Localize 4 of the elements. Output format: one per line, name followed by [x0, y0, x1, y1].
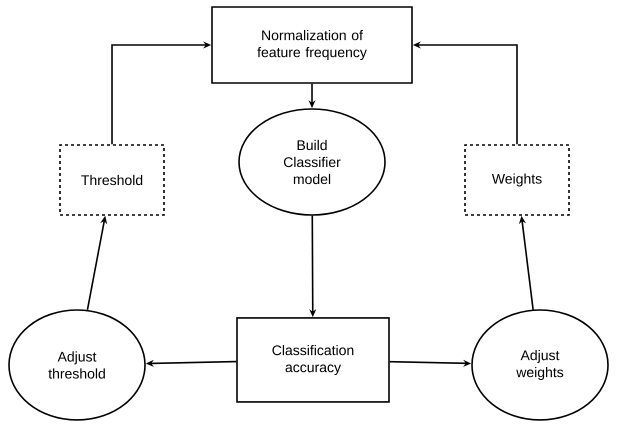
- process-box: Classification accuracy: [236, 317, 390, 403]
- dashed-box: Weights: [464, 144, 570, 216]
- process-box: Normalization of feature frequency: [211, 6, 413, 84]
- dashed-box: Threshold: [59, 144, 165, 216]
